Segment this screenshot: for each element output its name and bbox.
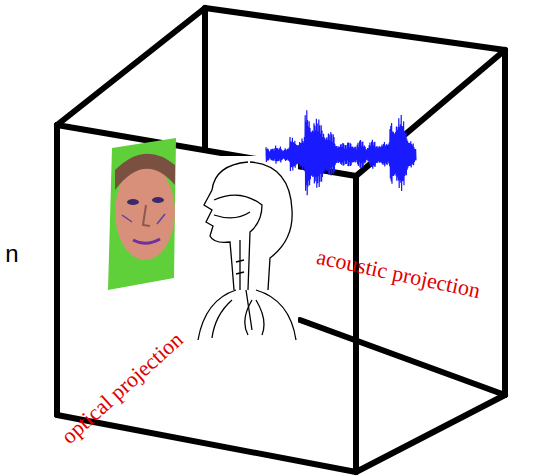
vocal-tract-drawing bbox=[186, 156, 298, 344]
projection-label: acoustic projection bbox=[312, 244, 484, 303]
face-photo bbox=[108, 138, 176, 290]
acoustic-waveform bbox=[266, 110, 416, 195]
cropped-letter: n bbox=[5, 241, 18, 267]
projection-label: optical projection bbox=[55, 326, 189, 450]
